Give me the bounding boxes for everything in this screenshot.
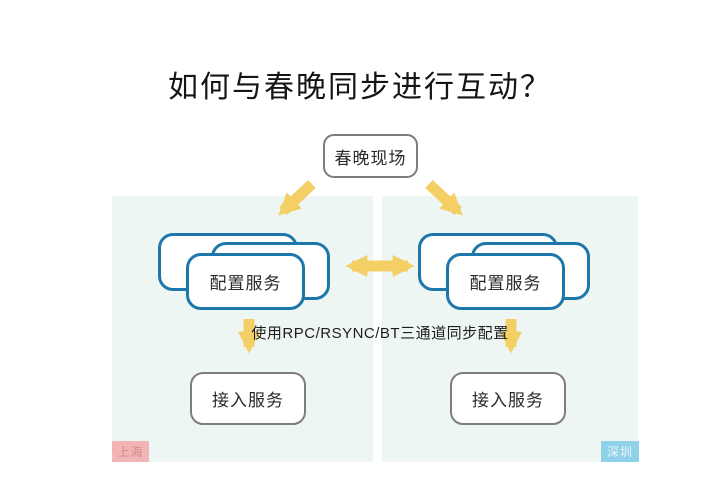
node-access-service-right: 接入服务	[450, 372, 566, 425]
node-config-service-left-label: 配置服务	[209, 274, 282, 293]
region-badge-shenzhen-label: 深圳	[606, 445, 633, 459]
node-access-service-left-label: 接入服务	[212, 391, 284, 410]
node-config-service-left: 配置服务	[186, 253, 305, 310]
node-access-service-right-label: 接入服务	[472, 391, 544, 410]
sync-channels-annotation: 使用RPC/RSYNC/BT三通道同步配置	[251, 325, 509, 342]
node-access-service-left: 接入服务	[190, 372, 306, 425]
node-gala-venue: 春晚现场	[323, 134, 418, 178]
region-badge-shenzhen: 深圳	[601, 441, 639, 462]
node-config-service-right: 配置服务	[446, 253, 565, 310]
region-badge-shanghai: 上海	[112, 441, 149, 462]
page-title: 如何与春晚同步进行互动？	[168, 71, 552, 104]
config-service-stack-shanghai: 配置服务	[158, 233, 334, 315]
node-config-service-right-label: 配置服务	[469, 274, 542, 293]
config-service-stack-shenzhen: 配置服务	[418, 233, 594, 315]
node-gala-venue-label: 春晚现场	[334, 148, 407, 168]
region-badge-shanghai-label: 上海	[117, 445, 144, 459]
